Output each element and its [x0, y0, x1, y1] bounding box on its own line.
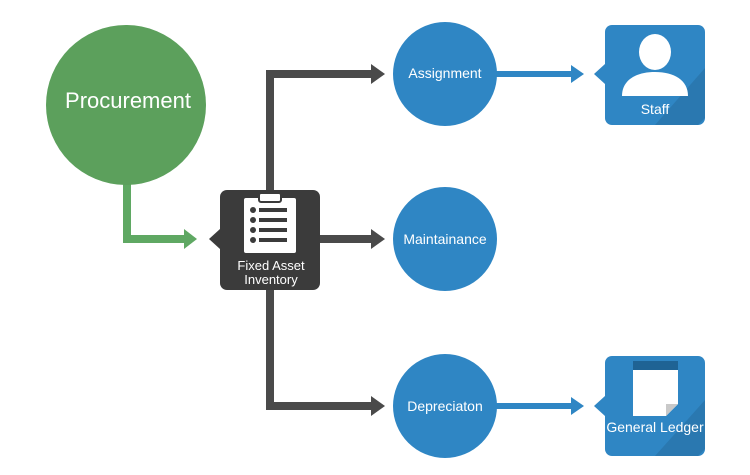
procurement-label: Procurement	[65, 88, 191, 113]
assignment-to-staff-arrow	[495, 65, 584, 83]
maintainance-label: Maintainance	[403, 231, 487, 247]
depreciation-node	[393, 354, 497, 458]
assignment-node	[393, 22, 497, 126]
document-page-icon	[633, 361, 678, 416]
depreciation-label: Depreciaton	[407, 398, 483, 414]
maintainance-node	[393, 187, 497, 291]
user-silhouette-icon	[622, 34, 688, 96]
depreciation-to-ledger-arrow	[495, 397, 584, 415]
general-ledger-label: General Ledger	[606, 419, 704, 435]
assignment-label: Assignment	[408, 65, 482, 81]
fixed-asset-inventory-node	[209, 190, 320, 290]
inventory-to-assignment-arrow	[266, 64, 385, 192]
fixed-asset-inventory-label: Fixed Asset Inventory	[237, 258, 305, 287]
staff-node	[594, 25, 705, 125]
staff-label: Staff	[640, 101, 670, 117]
clipboard-checklist-icon	[244, 192, 296, 253]
procurement-to-inventory-arrow	[123, 180, 197, 249]
inventory-to-depreciation-arrow	[266, 288, 385, 416]
inventory-to-maintainance-arrow	[320, 229, 385, 249]
general-ledger-node	[594, 356, 705, 456]
procurement-node	[46, 25, 206, 185]
